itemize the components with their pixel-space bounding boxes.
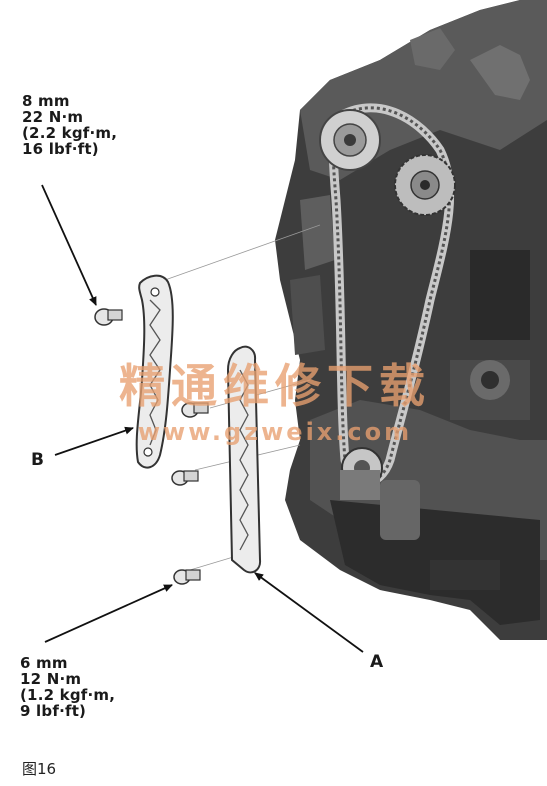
upper-spec-torque: 22 N·m xyxy=(22,108,84,126)
upper-spec-kgf: (2.2 kgf·m, xyxy=(22,124,118,142)
camshaft-sprocket xyxy=(319,109,381,171)
engine-block xyxy=(275,0,547,640)
lower-spec-torque: 12 N·m xyxy=(20,670,82,688)
chain-guide-b xyxy=(135,274,174,469)
arrow-upper-spec xyxy=(41,184,97,306)
bolt-guide-a-lower xyxy=(173,569,201,585)
upper-spec-lbf: 16 lbf·ft) xyxy=(22,140,99,158)
intake-sprocket xyxy=(394,154,456,216)
lower-torque-spec: 6 mm 12 N·m (1.2 kgf·m, 9 lbf·ft) xyxy=(20,655,115,719)
construction-lines xyxy=(164,224,321,571)
lower-spec-lbf: 9 lbf·ft) xyxy=(20,702,87,720)
crankshaft-sprocket xyxy=(340,447,383,500)
timing-chain xyxy=(328,103,455,487)
watermark: 精通维修下载 www.gzweix.com xyxy=(100,350,450,446)
bolt-guide-b-lower xyxy=(181,402,209,418)
arrow-a xyxy=(254,572,364,653)
lower-spec-kgf: (1.2 kgf·m, xyxy=(20,686,116,704)
watermark-url: www.gzweix.com xyxy=(137,418,413,446)
arrow-b xyxy=(54,426,134,456)
chain-guide-a xyxy=(226,345,262,574)
arrows xyxy=(41,184,364,653)
upper-spec-size: 8 mm xyxy=(22,92,70,110)
bolt-guide-a-upper xyxy=(171,470,199,486)
arrow-lower-spec xyxy=(44,584,173,643)
bolt-upper-guide xyxy=(94,308,123,326)
lower-spec-size: 6 mm xyxy=(20,654,68,672)
callout-b: B xyxy=(31,450,44,470)
callout-a: A xyxy=(370,652,384,672)
watermark-text: 精通维修下载 xyxy=(119,359,431,413)
upper-torque-spec: 8 mm 22 N·m (2.2 kgf·m, 16 lbf·ft) xyxy=(22,93,117,157)
figure-caption: 图16 xyxy=(22,760,57,778)
